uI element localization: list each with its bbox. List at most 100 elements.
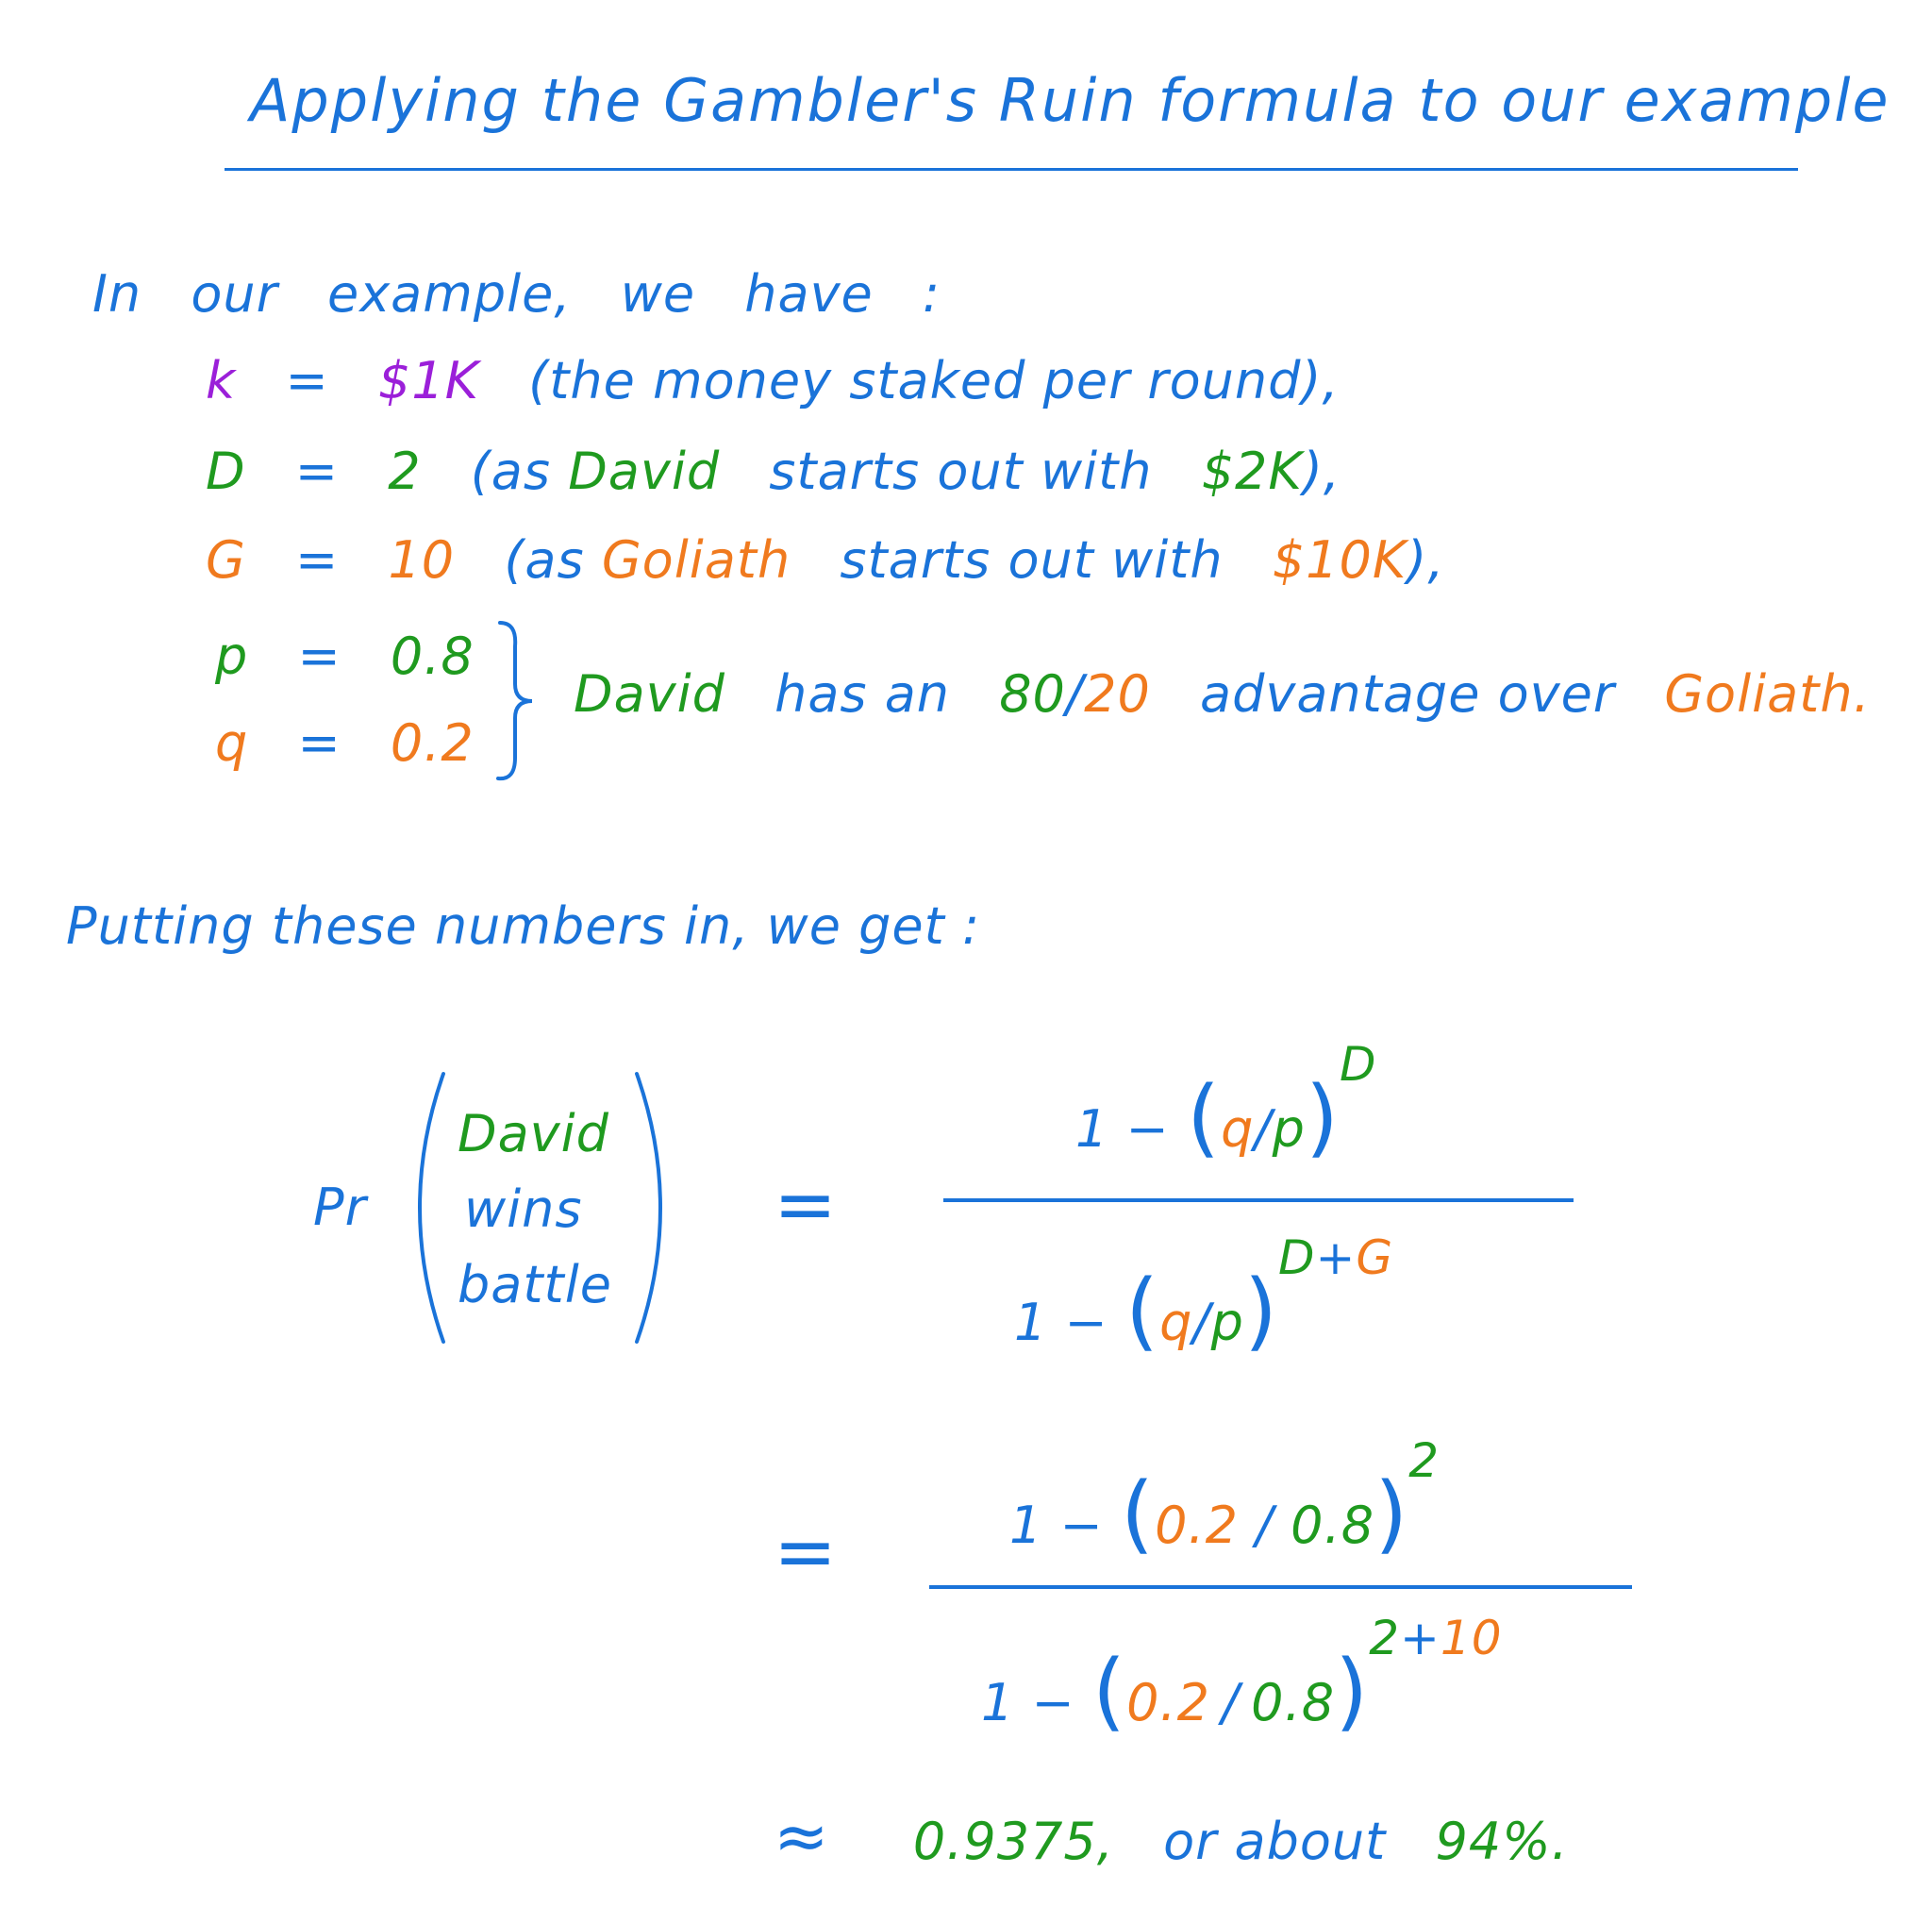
david-name: David <box>574 664 725 724</box>
fraction-bar <box>929 1585 1632 1589</box>
exponent-plus: + <box>1400 1611 1441 1665</box>
paren-open: ( <box>1120 1464 1156 1563</box>
advantage-text: advantage over <box>1200 664 1616 724</box>
starts-out-text: starts out with <box>840 530 1224 590</box>
exponent-a: 2 <box>1369 1611 1400 1665</box>
paren-open-text: (as <box>504 530 585 590</box>
one-minus: 1 − <box>1014 1293 1108 1352</box>
var-q-value: 0.2 <box>390 713 475 773</box>
exponent-plus: + <box>1315 1230 1357 1285</box>
exponent-value: 2 <box>1408 1433 1440 1488</box>
formula-numerator: 1 − (q/p)D <box>1075 1037 1376 1161</box>
advantage-line: David has an 80/20 advantage over Goliat… <box>574 664 1871 724</box>
var-g-value: 10 <box>388 530 456 590</box>
intro-line: In our example, we have : <box>92 264 941 324</box>
var-d-value: 2 <box>388 442 422 501</box>
equals-sign: = <box>295 530 340 590</box>
var-k-line: k = $1K (the money staked per round), <box>206 351 1340 410</box>
event-word: David <box>458 1104 609 1163</box>
paren-close: ) <box>1305 1068 1340 1167</box>
one-minus: 1 − <box>1009 1496 1104 1555</box>
slash: / <box>1221 1673 1241 1732</box>
period: . <box>1853 664 1871 724</box>
ratio-goliath: 20 <box>1084 664 1151 724</box>
fraction-bar <box>943 1198 1574 1202</box>
result-value: 0.9375, <box>912 1812 1114 1871</box>
putting-line: Putting these numbers in, we get : <box>66 896 981 956</box>
p-symbol: p <box>1210 1293 1244 1352</box>
var-k-symbol: k <box>206 351 237 410</box>
paren-close: ) <box>1374 1464 1409 1563</box>
slash: / <box>1254 1099 1273 1159</box>
paren-open: ( <box>1186 1068 1222 1167</box>
pr-label: Pr <box>313 1178 367 1237</box>
var-k-value: $1K <box>377 351 479 410</box>
result-percent: 94%. <box>1435 1812 1569 1871</box>
numeric-numerator: 1 − (0.2/0.8)2 <box>1009 1433 1440 1557</box>
paren-close: ) <box>1335 1642 1370 1741</box>
intro-word: have <box>744 264 874 324</box>
paren-open-text: (as <box>470 442 552 501</box>
equals-sign: = <box>297 713 341 773</box>
var-q-symbol: q <box>215 713 249 773</box>
var-k-description: (the money staked per round), <box>528 351 1340 410</box>
result-line: ≈ 0.9375, or about 94%. <box>774 1798 1569 1875</box>
result-text: or about <box>1163 1812 1387 1871</box>
exponent-d: D <box>1277 1230 1316 1285</box>
ratio-slash: / <box>1065 664 1085 724</box>
advantage-text: has an <box>774 664 951 724</box>
slash: / <box>1255 1496 1274 1555</box>
q-symbol: q <box>1159 1293 1193 1352</box>
intro-word: we <box>620 264 696 324</box>
page-title: Applying the Gambler's Ruin formula to o… <box>250 66 1890 135</box>
numeric-denominator: 1 − (0.2/0.8)2+10 <box>981 1611 1503 1734</box>
var-p-line: p = 0.8 <box>215 627 475 686</box>
one-minus: 1 − <box>981 1673 1075 1732</box>
intro-word: our <box>191 264 278 324</box>
paren-close: ) <box>1243 1262 1278 1361</box>
var-g-symbol: G <box>206 530 246 590</box>
var-q-line: q = 0.2 <box>215 713 475 773</box>
paren-open: ( <box>1124 1262 1160 1361</box>
formula-denominator: 1 − (q/p)D+G <box>1014 1230 1393 1354</box>
p-value: 0.8 <box>1251 1673 1336 1732</box>
event-parentheses-icon <box>418 1072 662 1344</box>
intro-word: example, <box>326 264 572 324</box>
slash: / <box>1192 1293 1211 1352</box>
equals-sign: = <box>297 627 341 686</box>
starts-out-text: starts out with <box>769 442 1153 501</box>
p-value: 0.8 <box>1291 1496 1375 1555</box>
var-d-symbol: D <box>206 442 246 501</box>
var-p-value: 0.8 <box>390 627 475 686</box>
equals-sign: = <box>774 1508 838 1596</box>
goliath-name: Goliath <box>601 530 791 590</box>
event-word: battle <box>458 1255 612 1314</box>
ratio-david: 80 <box>999 664 1066 724</box>
paren-close-text: ), <box>1407 530 1445 590</box>
goliath-name: Goliath <box>1664 664 1854 724</box>
q-value: 0.2 <box>1155 1496 1239 1555</box>
exponent-d: D <box>1339 1037 1377 1092</box>
david-name: David <box>568 442 721 501</box>
var-d-line: D = 2 (as David starts out with $2K), <box>206 442 1341 501</box>
paren-open: ( <box>1091 1642 1127 1741</box>
event-word: wins <box>464 1179 583 1239</box>
intro-word: : <box>922 264 941 324</box>
approx-sign: ≈ <box>774 1798 830 1875</box>
exponent-g: G <box>1356 1230 1394 1285</box>
right-brace-icon <box>496 621 533 781</box>
title-underline <box>225 168 1798 171</box>
intro-word: In <box>92 264 142 324</box>
var-g-line: G = 10 (as Goliath starts out with $10K)… <box>206 530 1445 590</box>
equals-sign: = <box>294 442 340 501</box>
paren-close-text: ), <box>1302 442 1341 501</box>
exponent-b: 10 <box>1440 1611 1503 1665</box>
equals-sign: = <box>285 351 329 410</box>
var-p-symbol: p <box>215 627 249 686</box>
p-symbol: p <box>1272 1099 1306 1159</box>
equals-sign: = <box>774 1161 838 1248</box>
q-symbol: q <box>1221 1099 1255 1159</box>
one-minus: 1 − <box>1075 1099 1170 1159</box>
david-amount: $2K <box>1201 442 1303 501</box>
q-value: 0.2 <box>1126 1673 1210 1732</box>
